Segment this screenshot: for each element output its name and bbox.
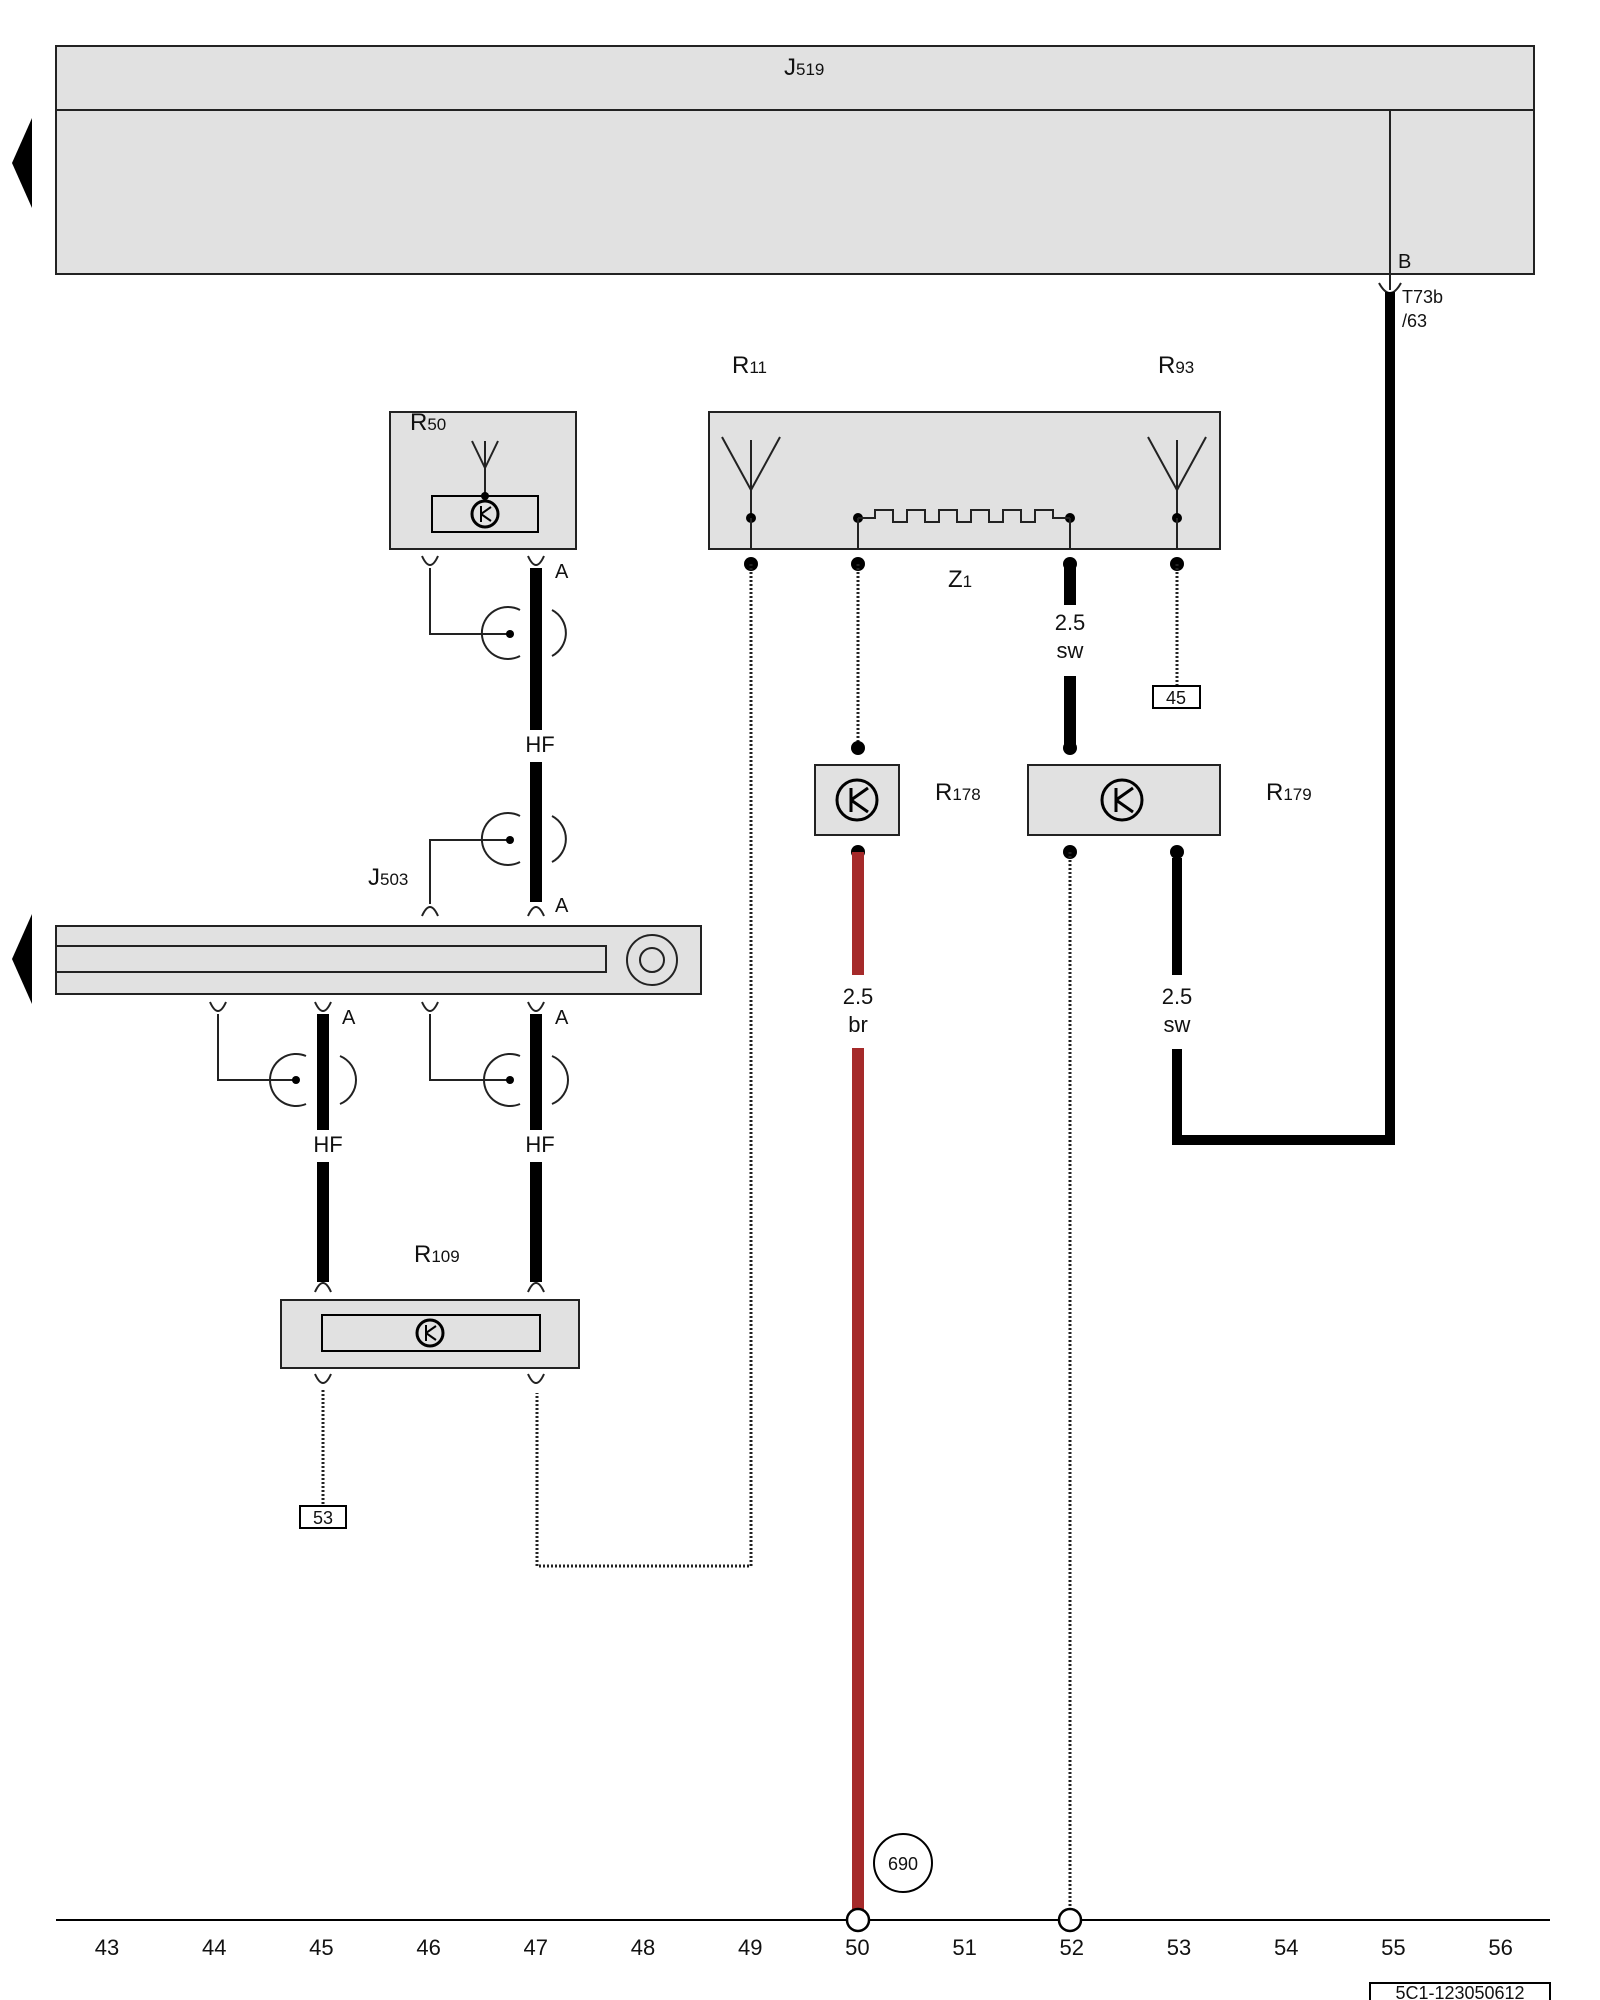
current-track-scale: 43 44 45 46 47 48 49 50 51 52 53 54 55 56 [95,1935,1513,1960]
control-unit-j519[interactable]: J519 [55,45,1535,275]
r11-label: R11 [732,352,767,379]
scale-number: 50 [845,1935,869,1960]
ground-reference-690[interactable]: 690 [873,1833,933,1893]
continue-left-arrow-top[interactable] [12,118,32,208]
svg-text:53: 53 [313,1508,333,1528]
antenna-amplifier-r178[interactable] [814,764,900,836]
scale-number: 51 [952,1935,976,1960]
transistor-icon [470,499,500,529]
svg-text:sw: sw [1057,638,1084,663]
svg-text:sw: sw [1164,1012,1191,1037]
svg-text:2.5: 2.5 [843,984,874,1009]
j519-label: J519 [784,54,824,81]
scale-number: 53 [1167,1935,1191,1960]
svg-text:690: 690 [888,1854,918,1874]
reference-box-53[interactable]: 53 [299,1505,347,1529]
scale-number: 56 [1488,1935,1512,1960]
wire-r11-r109 [535,564,753,1568]
antenna-icon [471,440,499,500]
scale-number: 52 [1060,1935,1084,1960]
r109-label: R109 [414,1241,460,1268]
antenna-amplifier-r109[interactable] [280,1299,580,1369]
antenna-amplifier-r179[interactable] [1027,764,1221,836]
reference-box-45[interactable]: 45 [1152,685,1201,709]
scale-number: 46 [416,1935,440,1960]
svg-text:HF: HF [525,732,554,757]
svg-text:B: B [1398,251,1411,273]
scale-number: 48 [631,1935,655,1960]
radio-unit-j503[interactable] [55,925,702,995]
svg-text:A: A [342,1007,356,1029]
svg-text:/63: /63 [1402,311,1427,331]
r179-label: R179 [1266,779,1312,806]
diagram-code: 5C1-123050612 [1369,1982,1551,2000]
svg-text:HF: HF [525,1132,554,1157]
antenna-unit-r11-r93[interactable] [708,411,1221,550]
svg-text:T73b: T73b [1402,287,1443,307]
transistor-icon [1100,778,1144,822]
svg-text:HF: HF [313,1132,342,1157]
scale-number: 44 [202,1935,226,1960]
scale-number: 49 [738,1935,762,1960]
continue-left-arrow-mid[interactable] [12,914,32,1004]
transistor-icon [415,1318,445,1348]
svg-text:br: br [848,1012,868,1037]
svg-text:2.5: 2.5 [1162,984,1193,1009]
ground-point[interactable] [845,1907,871,1933]
antenna-icon [721,436,781,523]
scale-number: 47 [524,1935,548,1960]
scale-number: 45 [309,1935,333,1960]
j503-label: J503 [368,864,408,891]
svg-text:45: 45 [1166,688,1186,708]
r178-label: R178 [935,779,981,806]
svg-text:A: A [555,561,569,583]
scale-number: 54 [1274,1935,1298,1960]
scale-number: 43 [95,1935,119,1960]
antenna-r50[interactable] [389,411,577,550]
svg-text:A: A [555,1007,569,1029]
svg-text:2.5: 2.5 [1055,610,1086,635]
transistor-icon [835,778,879,822]
svg-text:A: A [555,895,569,917]
z1-label: Z1 [948,566,972,593]
r93-label: R93 [1158,352,1194,379]
ground-point[interactable] [1057,1907,1083,1933]
svg-text:5C1-123050612: 5C1-123050612 [1395,1983,1524,2000]
r50-label: R50 [410,409,446,436]
scale-number: 55 [1381,1935,1405,1960]
